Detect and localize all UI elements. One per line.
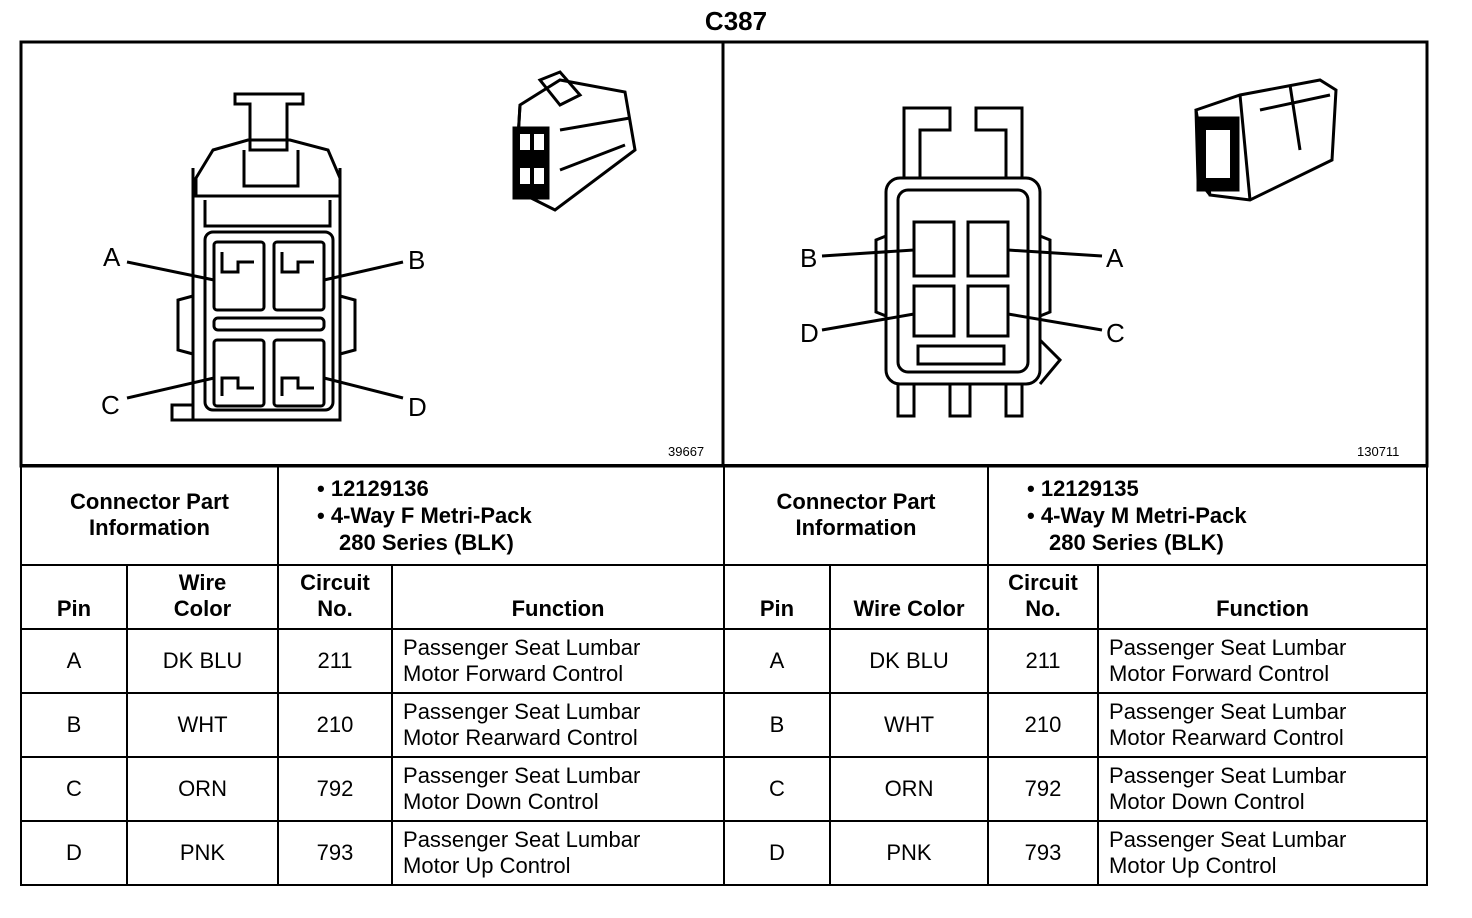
pin-cell: B <box>20 692 128 758</box>
circuit-cell: 793 <box>277 820 394 886</box>
left-connector-table: Connector Part Information • 12129136 • … <box>19 464 726 886</box>
left-part-info-value: • 12129136 • 4-Way F Metri-Pack 280 Seri… <box>277 464 726 566</box>
male-connector-perspective <box>1194 78 1338 202</box>
right-header-wire-color: Wire Color <box>828 564 990 630</box>
right-header-circuit: Circuit No. <box>987 564 1100 630</box>
wire-color-cell: DK BLU <box>828 628 990 694</box>
pin-cell: A <box>723 628 831 694</box>
wire-color-cell: DK BLU <box>125 628 280 694</box>
wire-color-cell: ORN <box>828 756 990 822</box>
left-header-function: Function <box>391 564 726 630</box>
circuit-cell: 793 <box>987 820 1100 886</box>
circuit-cell: 210 <box>987 692 1100 758</box>
pin-cell: A <box>20 628 128 694</box>
wire-color-cell: ORN <box>125 756 280 822</box>
right-part-info-label: Connector Part Information <box>722 464 990 566</box>
pin-cell: B <box>723 692 831 758</box>
right-pin-label-b: B <box>800 243 818 273</box>
female-connector-face <box>126 92 404 422</box>
right-connector-table: Connector Part Information • 12129135 • … <box>722 464 1429 886</box>
wire-color-cell: WHT <box>828 692 990 758</box>
male-connector-face <box>821 106 1103 418</box>
pin-cell: D <box>723 820 831 886</box>
wire-color-cell: PNK <box>125 820 280 886</box>
right-figure-number: 130711 <box>1357 444 1400 459</box>
wire-color-cell: PNK <box>828 820 990 886</box>
pin-cell: D <box>20 820 128 886</box>
right-pin-label-c: C <box>1106 318 1125 348</box>
left-part-info-row: Connector Part Information • 12129136 • … <box>19 464 726 566</box>
left-part-info-label: Connector Part Information <box>19 464 280 566</box>
left-header-wire-color: Wire Color <box>125 564 280 630</box>
left-pin-label-c: C <box>101 390 120 420</box>
right-pin-label-a: A <box>1106 243 1124 273</box>
pin-cell: C <box>723 756 831 822</box>
left-pin-label-b: B <box>408 245 426 275</box>
circuit-cell: 792 <box>987 756 1100 822</box>
wire-color-cell: WHT <box>125 692 280 758</box>
pin-cell: C <box>20 756 128 822</box>
connector-title: C387 <box>704 6 768 36</box>
right-part-info-value: • 12129135 • 4-Way M Metri-Pack 280 Seri… <box>987 464 1429 566</box>
left-header-row: Pin Wire Color Circuit No. Function <box>20 564 726 630</box>
left-pin-label-d: D <box>408 392 427 422</box>
left-header-circuit: Circuit No. <box>277 564 394 630</box>
circuit-cell: 211 <box>277 628 394 694</box>
female-connector-perspective <box>512 70 637 212</box>
circuit-cell: 211 <box>987 628 1100 694</box>
right-pin-label-d: D <box>800 318 819 348</box>
right-header-row: Pin Wire Color Circuit No. Function <box>723 564 1429 630</box>
right-part-info-row: Connector Part Information • 12129135 • … <box>722 464 1429 566</box>
left-figure-number: 39667 <box>668 444 705 459</box>
left-pin-label-a: A <box>103 242 121 272</box>
circuit-cell: 210 <box>277 692 394 758</box>
connector-diagrams <box>19 40 1429 468</box>
connector-tables: Connector Part Information • 12129136 • … <box>19 464 1429 886</box>
right-header-pin: Pin <box>723 564 831 630</box>
circuit-cell: 792 <box>277 756 394 822</box>
right-header-function: Function <box>1097 564 1429 630</box>
left-header-pin: Pin <box>20 564 128 630</box>
